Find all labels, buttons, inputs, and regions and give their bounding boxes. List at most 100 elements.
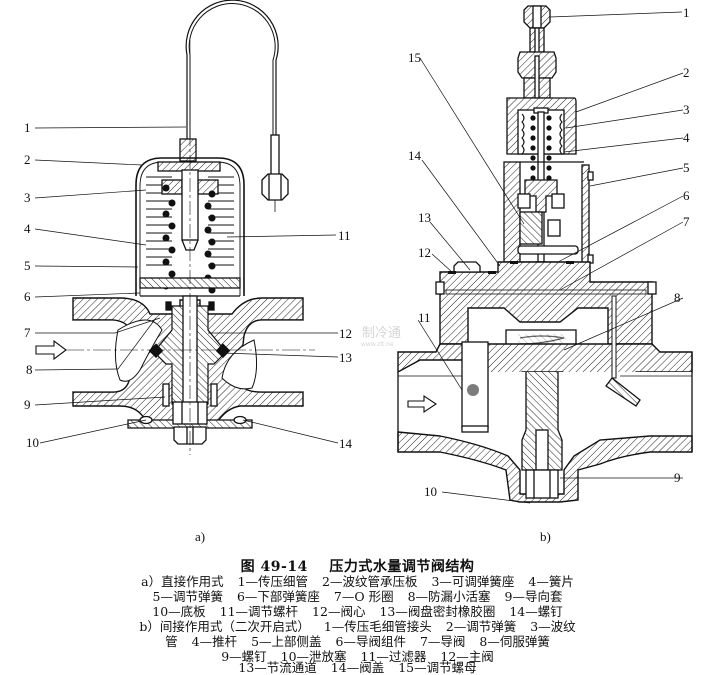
callout-a-5: 5 xyxy=(24,258,31,273)
callout-a-14: 14 xyxy=(339,436,353,451)
caption-item: 14—阀盖 xyxy=(330,660,385,675)
caption-item: 7—导阀 xyxy=(419,634,466,649)
figure-number: 图 49-14 xyxy=(240,559,308,575)
callouts-b: 1 2 3 4 5 6 7 8 9 10 11 12 13 14 15 b) xyxy=(408,5,690,544)
callout-a-11: 11 xyxy=(338,228,351,243)
caption-item: 11—过滤器 xyxy=(360,649,427,664)
bellows-b xyxy=(521,113,563,155)
leader-lines-a xyxy=(34,126,339,444)
svg-text:www.zlt.ne: www.zlt.ne xyxy=(361,341,394,348)
caption-item: 13—节流通道 xyxy=(238,660,317,675)
leader-lines-b xyxy=(417,11,684,504)
caption-item: 5—调节弹簧 xyxy=(152,589,223,604)
callout-a-2: 2 xyxy=(24,152,31,167)
callout-b-4: 4 xyxy=(683,130,690,145)
caption-item: 1—传压毛细管接头 xyxy=(323,619,432,634)
caption-b-prefix: b）间接作用式（二次开启式） xyxy=(139,619,310,634)
capillary-connector xyxy=(517,5,557,99)
caption-item: 11—调节螺杆 xyxy=(219,604,299,619)
figure-title-text: 压力式水量调节阀结构 xyxy=(329,559,475,575)
capillary-tube xyxy=(185,0,279,140)
upper-side-cover xyxy=(503,161,521,263)
callout-b-2: 2 xyxy=(683,65,690,80)
caption-item: 5—上部侧盖 xyxy=(251,634,322,649)
caption-b-line-3: 9—螺钉 10—泄放塞 11—过滤器 12—主阀 xyxy=(0,649,715,664)
callout-a-7: 7 xyxy=(24,325,31,340)
callout-b-15: 15 xyxy=(408,50,421,65)
caption-item: 3—波纹 xyxy=(530,619,576,634)
capillary-nut xyxy=(261,134,289,212)
caption-item: 2—波纹管承压板 xyxy=(322,574,418,589)
caption-a-prefix: a）直接作用式 xyxy=(141,574,224,589)
callout-b-13: 13 xyxy=(418,210,431,225)
subfigure-tag-a: a) xyxy=(195,529,205,544)
caption-a-line-2: 5—调节弹簧 6—下部弹簧座 7—O 形圈 8—防漏小活塞 9—导向套 xyxy=(0,589,715,604)
caption-b-line-4: 13—节流通道 14—阀盖 15—调节螺母 xyxy=(0,660,715,675)
valve-cover xyxy=(439,261,653,345)
callout-a-1: 1 xyxy=(24,120,31,135)
caption-item: 6—导阀组件 xyxy=(335,634,406,649)
callouts-a: 1 2 3 4 5 6 7 8 9 10 11 12 13 14 a) xyxy=(24,120,353,544)
bottom-nut xyxy=(172,401,208,445)
caption-a-line-1: a）直接作用式 1—传压细管 2—波纹管承压板 3—可调弹簧座 4—簧片 xyxy=(0,574,715,589)
caption-b-line-2: 管 4—推杆 5—上部侧盖 6—导阀组件 7—导阀 8—伺服弹簧 xyxy=(0,634,715,649)
caption-item: 管 xyxy=(165,634,178,649)
caption-item: 2—调节弹簧 xyxy=(445,619,517,634)
caption-item: 4—推杆 xyxy=(191,634,238,649)
caption-item: 8—防漏小活塞 xyxy=(407,589,491,604)
seal-ring-right xyxy=(215,343,231,358)
drawing-a xyxy=(34,0,339,455)
figure-title: 图 49-14 压力式水量调节阀结构 xyxy=(0,556,715,576)
callout-b-1: 1 xyxy=(683,5,690,20)
caption-item: 9—螺钉 xyxy=(221,649,267,664)
caption-item: 10—泄放塞 xyxy=(280,649,347,664)
seal-ring-left xyxy=(148,343,164,358)
adjusting-spring-b xyxy=(530,115,552,181)
caption-item: 10—底板 xyxy=(152,604,206,619)
callout-a-4: 4 xyxy=(24,221,31,236)
subfigure-tag-b: b) xyxy=(540,529,551,544)
callout-a-3: 3 xyxy=(24,190,31,205)
callout-b-11: 11 xyxy=(418,310,431,325)
flow-arrow-a xyxy=(35,339,67,361)
caption-item: 6—下部弹簧座 xyxy=(236,589,320,604)
top-fitting xyxy=(179,138,197,162)
callout-b-3: 3 xyxy=(683,102,690,117)
flow-arrow-b xyxy=(407,394,437,414)
drawing-b xyxy=(397,5,693,504)
callout-a-6: 6 xyxy=(24,289,31,304)
caption-item: 8—伺服弹簧 xyxy=(479,634,550,649)
caption-item: 13—阀盘密封橡胶圈 xyxy=(379,604,496,619)
caption-item: 12—阀心 xyxy=(312,604,366,619)
callout-b-14: 14 xyxy=(408,148,422,163)
callout-b-8: 8 xyxy=(674,290,681,305)
caption-item: 4—簧片 xyxy=(528,574,574,589)
callout-a-13: 13 xyxy=(339,350,352,365)
svg-text:制冷通: 制冷通 xyxy=(362,326,401,341)
caption-item: 7—O 形圈 xyxy=(333,589,394,604)
guide-sleeve xyxy=(162,383,170,407)
watermark: 制冷通 www.zlt.ne xyxy=(361,326,401,348)
callout-b-6: 6 xyxy=(683,188,690,203)
drain-plug xyxy=(525,469,559,499)
callout-b-5: 5 xyxy=(683,160,690,175)
caption-item: 12—主阀 xyxy=(440,649,494,664)
valve-figure: 1 2 3 4 5 6 7 8 9 10 11 12 13 14 a) 制冷通 … xyxy=(24,0,693,544)
caption-b-line-1: b）间接作用式（二次开启式） 1—传压毛细管接头 2—调节弹簧 3—波纹 xyxy=(0,619,715,634)
callout-b-9: 9 xyxy=(674,470,681,485)
cover-bolts xyxy=(435,261,657,295)
bellows xyxy=(146,176,234,266)
callout-a-9: 9 xyxy=(24,397,31,412)
caption-item: 15—调节螺母 xyxy=(398,660,477,675)
callout-b-12: 12 xyxy=(418,245,431,260)
callout-a-8: 8 xyxy=(26,362,33,377)
gaskets xyxy=(448,261,574,274)
callout-a-12: 12 xyxy=(339,326,352,341)
caption-item: 1—传压细管 xyxy=(237,574,309,589)
caption-a-line-3: 10—底板 11—调节螺杆 12—阀心 13—阀盘密封橡胶圈 14—螺钉 xyxy=(0,604,715,619)
screw-14 xyxy=(233,415,247,425)
caption-item: 3—可调弹簧座 xyxy=(431,574,515,589)
callout-b-7: 7 xyxy=(683,214,690,229)
callout-a-10: 10 xyxy=(26,435,39,450)
caption-item: 14—螺钉 xyxy=(509,604,563,619)
